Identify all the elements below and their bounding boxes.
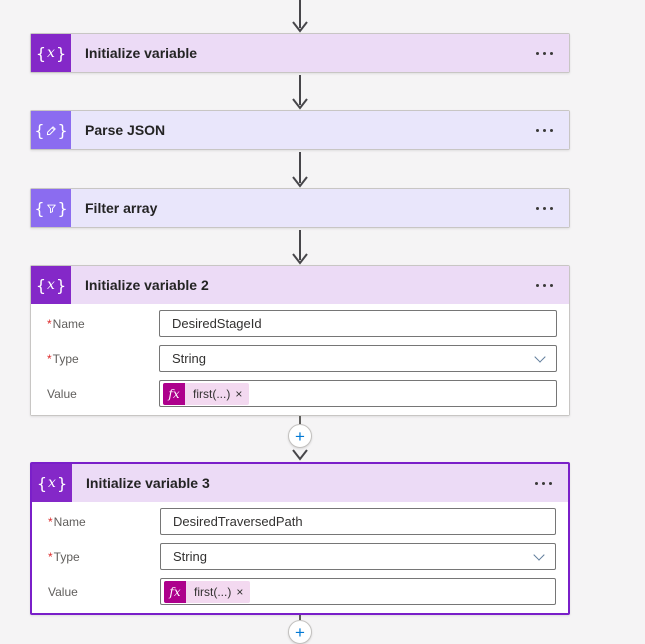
insert-step-connector: +	[288, 416, 312, 462]
action-form: *Name *Type String Value fx first(...) ×	[32, 502, 568, 613]
ellipsis-icon	[536, 283, 539, 287]
arrow-down-connector	[292, 0, 308, 33]
field-label-value: Value	[48, 584, 78, 599]
action-title: Initialize variable	[85, 45, 198, 61]
brace-left: {	[34, 198, 45, 218]
arrow-down-connector	[292, 152, 308, 188]
action-header-filter-array[interactable]: { } Filter array	[31, 189, 569, 227]
plus-icon: +	[295, 622, 305, 642]
action-header-initialize-variable[interactable]: {x} Initialize variable	[31, 34, 569, 72]
form-row-type: *Type String	[36, 543, 556, 570]
more-actions-button[interactable]	[528, 199, 569, 218]
brace-right: }	[56, 473, 68, 493]
filter-array-icon: { }	[31, 189, 71, 227]
action-card-initialize-variable: {x} Initialize variable	[30, 33, 570, 73]
form-row-name: *Name	[36, 508, 556, 535]
form-row-value: Value fx first(...) ×	[36, 578, 556, 605]
initialize-variable-icon: {x}	[31, 266, 71, 304]
action-form: *Name *Type String Value fx first(...) ×	[31, 304, 569, 415]
flow-column: {x} Initialize variable { } Parse JSON	[30, 0, 570, 644]
required-asterisk: *	[48, 549, 53, 564]
action-card-initialize-variable-2: {x} Initialize variable 2 *Name *Type St…	[30, 265, 570, 416]
type-dropdown-value: String	[173, 549, 207, 564]
form-row-type: *Type String	[35, 345, 557, 372]
insert-step-button[interactable]: +	[288, 620, 312, 644]
field-label-name: *Name	[48, 514, 86, 529]
arrow-down-connector	[292, 75, 308, 110]
action-header-initialize-variable-2[interactable]: {x} Initialize variable 2	[31, 266, 569, 304]
field-label-value: Value	[47, 386, 77, 401]
insert-step-connector: +	[288, 615, 312, 644]
action-header-parse-json[interactable]: { } Parse JSON	[31, 111, 569, 149]
more-actions-button[interactable]	[528, 121, 569, 140]
type-dropdown[interactable]: String	[159, 345, 557, 372]
expression-token[interactable]: fx first(...) ×	[164, 580, 251, 603]
funnel-icon	[46, 203, 57, 214]
ellipsis-icon	[535, 481, 538, 485]
required-asterisk: *	[47, 351, 52, 366]
action-card-initialize-variable-3: {x} Initialize variable 3 *Name *Type St…	[30, 462, 570, 615]
brace-right: }	[57, 120, 68, 140]
form-row-value: Value fx first(...) ×	[35, 380, 557, 407]
remove-token-icon[interactable]: ×	[235, 386, 243, 401]
field-label-name: *Name	[47, 316, 85, 331]
expression-token-text: first(...)	[193, 386, 231, 401]
ellipsis-icon	[536, 206, 539, 210]
connector-line	[299, 416, 301, 424]
field-label-type: *Type	[48, 549, 80, 564]
brace-left: {	[36, 473, 48, 493]
fx-expression-icon: fx	[163, 382, 185, 405]
more-actions-button[interactable]	[527, 474, 568, 493]
initialize-variable-icon: {x}	[31, 34, 71, 72]
action-title: Initialize variable 3	[86, 475, 210, 491]
initialize-variable-icon: {x}	[32, 464, 72, 502]
value-input[interactable]: fx first(...) ×	[159, 380, 557, 407]
action-header-initialize-variable-3[interactable]: {x} Initialize variable 3	[32, 464, 568, 502]
brace-left: {	[35, 43, 47, 63]
ellipsis-icon	[536, 128, 539, 132]
remove-token-icon[interactable]: ×	[236, 584, 244, 599]
more-actions-button[interactable]	[528, 44, 569, 63]
action-card-parse-json: { } Parse JSON	[30, 110, 570, 150]
expression-token-text: first(...)	[194, 584, 232, 599]
action-card-filter-array: { } Filter array	[30, 188, 570, 228]
brace-right: }	[55, 43, 67, 63]
value-input[interactable]: fx first(...) ×	[160, 578, 556, 605]
action-title: Filter array	[85, 200, 158, 216]
brace-right: }	[55, 275, 67, 295]
required-asterisk: *	[48, 514, 53, 529]
variable-x-glyph: x	[48, 475, 56, 491]
chevron-down-icon	[533, 548, 545, 561]
brace-left: {	[34, 120, 45, 140]
more-actions-button[interactable]	[528, 276, 569, 295]
chevron-down-icon	[534, 350, 546, 363]
action-title: Initialize variable 2	[85, 277, 209, 293]
brace-left: {	[35, 275, 47, 295]
field-label-type: *Type	[47, 351, 79, 366]
connector-line	[299, 615, 301, 620]
name-input[interactable]	[159, 310, 557, 337]
parse-json-icon: { }	[31, 111, 71, 149]
arrow-down-connector	[292, 230, 308, 265]
action-title: Parse JSON	[85, 122, 166, 138]
variable-x-glyph: x	[47, 277, 55, 293]
brace-right: }	[57, 198, 68, 218]
form-row-name: *Name	[35, 310, 557, 337]
type-dropdown-value: String	[172, 351, 206, 366]
variable-x-glyph: x	[47, 45, 55, 61]
arrow-head-icon	[292, 449, 308, 461]
required-asterisk: *	[47, 316, 52, 331]
type-dropdown[interactable]: String	[160, 543, 556, 570]
fx-expression-icon: fx	[164, 580, 186, 603]
insert-step-button[interactable]: +	[288, 424, 312, 448]
plus-icon: +	[295, 426, 305, 446]
expression-token[interactable]: fx first(...) ×	[163, 382, 250, 405]
pencil-icon	[46, 125, 57, 136]
ellipsis-icon	[536, 51, 539, 55]
name-input[interactable]	[160, 508, 556, 535]
